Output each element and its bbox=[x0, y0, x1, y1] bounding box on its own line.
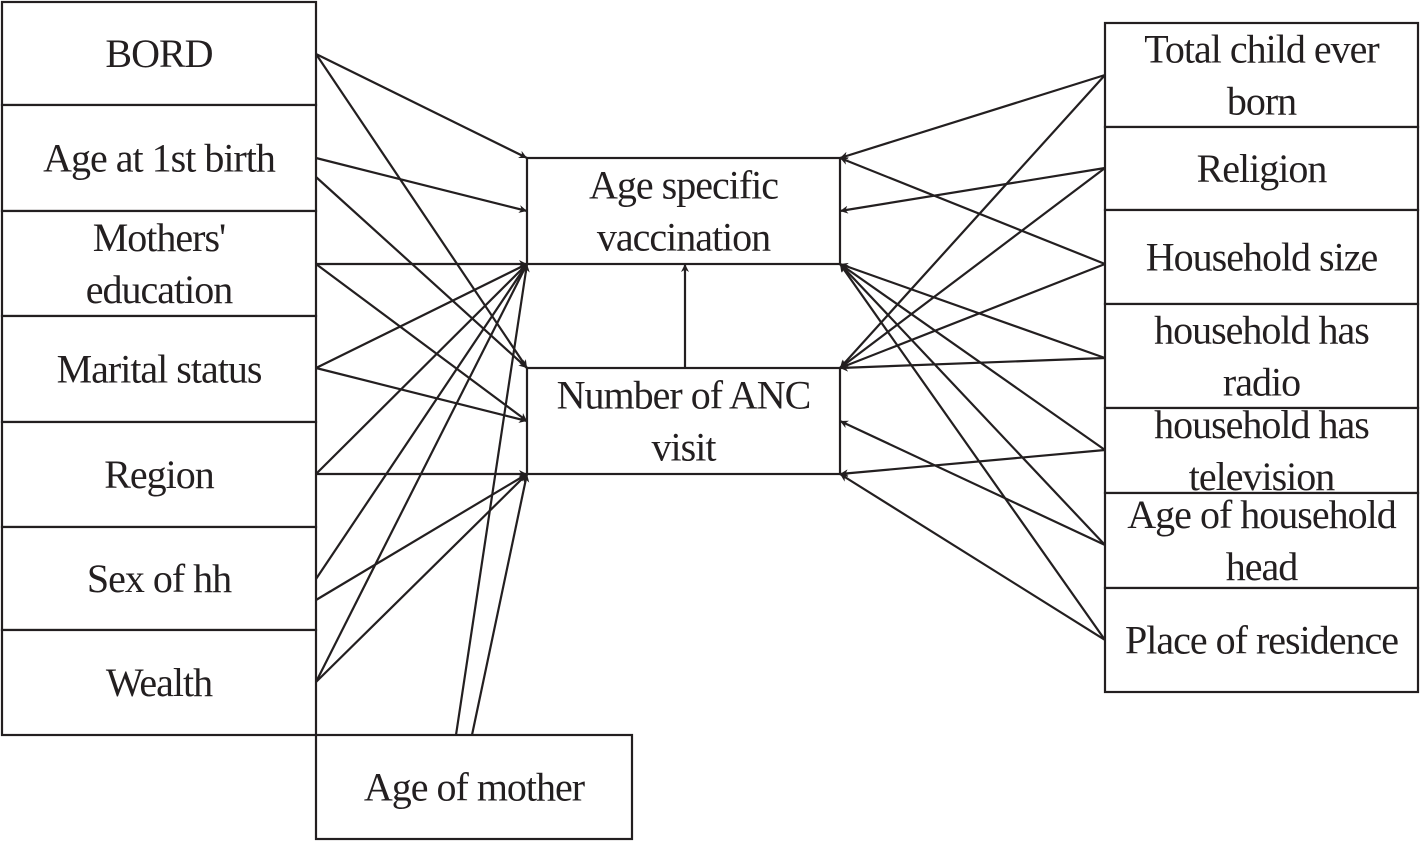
edge-right-1-to-anc bbox=[839, 167, 1106, 369]
edge-right-5-to-anc bbox=[839, 420, 1106, 546]
right-factor-age-of-household-head-label: Age of household bbox=[1127, 492, 1396, 537]
left-factor-mothers-education: Mothers' education bbox=[0, 209, 318, 318]
left-factor-wealth-label: Wealth bbox=[106, 660, 213, 705]
edge-left-1-to-vaccination bbox=[315, 156, 528, 213]
left-factor-sex-of-hh: Sex of hh bbox=[0, 525, 318, 632]
right-factor-household-size-box bbox=[1103, 208, 1420, 306]
left-factor-bord-label: BORD bbox=[105, 31, 212, 76]
left-factor-age-at-1st-birth-label: Age at 1st birth bbox=[43, 136, 276, 181]
edge-right-0-to-vaccination bbox=[839, 73, 1106, 160]
left-factor-mothers-education-label: education bbox=[86, 267, 233, 312]
outcome-age-specific-vaccination: Age specific vaccination bbox=[525, 156, 842, 266]
right-factor-place-of-residence: Place of residence bbox=[1103, 586, 1420, 694]
right-factor-household-size: Household size bbox=[1103, 208, 1420, 306]
edge-right-3-to-vaccination bbox=[839, 262, 1106, 360]
outcome-age-specific-vaccination-box bbox=[525, 156, 842, 266]
edge-left-6-to-anc bbox=[315, 473, 528, 683]
edge-left-6-to-vaccination bbox=[315, 263, 528, 683]
right-factor-household-has-television-label: household has bbox=[1154, 402, 1369, 447]
left-factor-wealth: Wealth bbox=[0, 628, 318, 737]
right-factor-age-of-household-head: Age of household head bbox=[1103, 491, 1420, 590]
left-factor-sex-of-hh-label: Sex of hh bbox=[87, 556, 232, 601]
edge-left-0-to-vaccination bbox=[315, 53, 528, 159]
right-factor-total-child-ever-born-box bbox=[1103, 21, 1420, 129]
bottom-factor-age-of-mother-label: Age of mother bbox=[364, 765, 585, 810]
edge-bottom-to-anc bbox=[470, 473, 530, 736]
edge-left-2-to-anc bbox=[315, 263, 528, 422]
right-factor-household-has-television-label: television bbox=[1189, 454, 1336, 499]
edge-bottom-to-vaccination bbox=[454, 263, 530, 736]
right-factor-household-has-radio-label: household has bbox=[1154, 308, 1369, 353]
edge-right-4-to-anc bbox=[839, 448, 1106, 478]
edge-right-4-to-vaccination bbox=[839, 263, 1106, 451]
edge-left-0-to-anc bbox=[315, 53, 528, 369]
outcome-number-of-anc-visit-label: Number of ANC bbox=[557, 373, 811, 418]
edge-right-6-to-anc bbox=[839, 473, 1106, 641]
right-factor-household-has-radio-box bbox=[1103, 302, 1420, 410]
edge-right-5-to-vaccination bbox=[839, 263, 1106, 546]
bottom-factor-age-of-mother: Age of mother bbox=[314, 733, 634, 841]
edge-left-1-to-anc bbox=[315, 176, 528, 369]
outcome-age-specific-vaccination-label: vaccination bbox=[597, 215, 771, 260]
left-factor-marital-status-box bbox=[0, 314, 318, 424]
edge-right-6-to-vaccination bbox=[839, 263, 1106, 641]
right-factor-household-has-television-box bbox=[1103, 406, 1420, 495]
edge-left-5-to-anc bbox=[315, 473, 528, 601]
left-factor-bord: BORD bbox=[0, 0, 318, 107]
left-factor-bord-box bbox=[0, 0, 318, 107]
left-factor-region-box bbox=[0, 420, 318, 529]
left-factor-mothers-education-box bbox=[0, 209, 318, 318]
right-factor-household-has-television: household has television bbox=[1103, 402, 1420, 499]
outcome-age-specific-vaccination-label: Age specific bbox=[589, 163, 778, 208]
right-factor-household-has-radio-label: radio bbox=[1223, 360, 1300, 405]
left-factor-marital-status: Marital status bbox=[0, 314, 318, 424]
right-factor-religion-box bbox=[1103, 125, 1420, 212]
right-factor-total-child-ever-born-label: Total child ever bbox=[1144, 27, 1379, 72]
right-factor-household-size-label: Household size bbox=[1146, 235, 1378, 280]
left-factor-mothers-education-label: Mothers' bbox=[93, 215, 226, 260]
edge-left-3-to-anc bbox=[315, 366, 528, 423]
edge-left-4-to-vaccination bbox=[315, 263, 528, 475]
edge-right-3-to-anc bbox=[839, 356, 1106, 372]
right-factor-religion: Religion bbox=[1103, 125, 1420, 212]
edge-right-2-to-anc bbox=[839, 262, 1106, 370]
right-factor-total-child-ever-born-label: born bbox=[1227, 79, 1297, 124]
left-factor-age-at-1st-birth-box bbox=[0, 103, 318, 213]
edge-left-5-to-vaccination bbox=[315, 263, 528, 580]
edge-right-1-to-vaccination bbox=[839, 166, 1106, 214]
bottom-factor-age-of-mother-box bbox=[314, 733, 634, 841]
edge-right-2-to-vaccination bbox=[839, 156, 1106, 266]
edge-right-0-to-anc bbox=[839, 74, 1106, 369]
right-factor-religion-label: Religion bbox=[1197, 146, 1328, 191]
right-factor-total-child-ever-born: Total child ever born bbox=[1103, 21, 1420, 129]
right-factor-age-of-household-head-label: head bbox=[1226, 544, 1299, 589]
right-factor-place-of-residence-box bbox=[1103, 586, 1420, 694]
outcome-number-of-anc-visit: Number of ANC visit bbox=[525, 366, 842, 476]
left-factor-wealth-box bbox=[0, 628, 318, 737]
outcome-number-of-anc-visit-label: visit bbox=[652, 425, 717, 470]
outcome-number-of-anc-visit-box bbox=[525, 366, 842, 476]
left-factor-region-label: Region bbox=[104, 452, 215, 497]
right-factor-household-has-radio: household has radio bbox=[1103, 302, 1420, 410]
left-factor-region: Region bbox=[0, 420, 318, 529]
left-factor-age-at-1st-birth: Age at 1st birth bbox=[0, 103, 318, 213]
right-factor-place-of-residence-label: Place of residence bbox=[1125, 618, 1398, 663]
left-factor-marital-status-label: Marital status bbox=[57, 347, 262, 392]
edge-layer bbox=[315, 53, 1106, 736]
edge-left-3-to-vaccination bbox=[315, 263, 528, 369]
left-factor-sex-of-hh-box bbox=[0, 525, 318, 632]
